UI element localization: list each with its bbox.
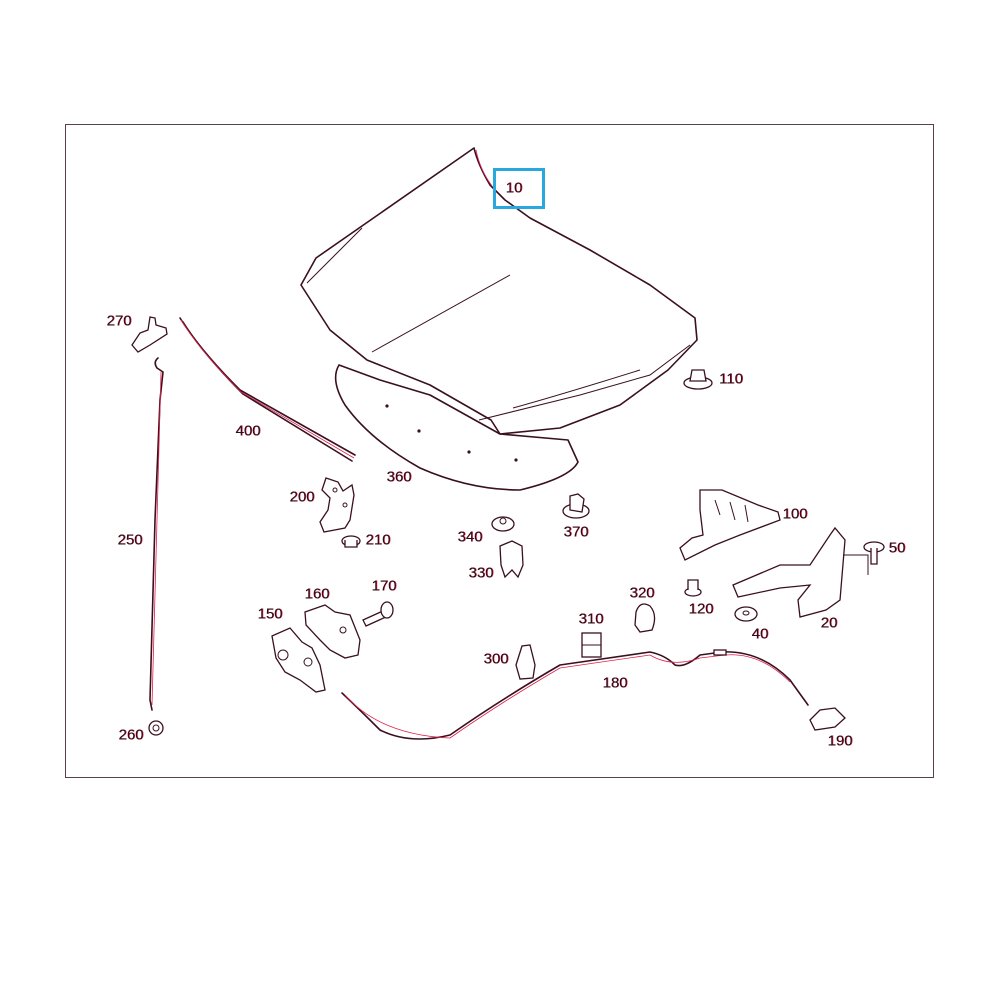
part-label-10[interactable]: 10 [505, 179, 523, 197]
part-label-330[interactable]: 330 [468, 564, 494, 582]
hood-part-10[interactable] [300, 147, 698, 435]
clip-part-300[interactable] [515, 644, 536, 680]
part-label-50[interactable]: 50 [888, 539, 906, 557]
clip-part-330[interactable] [499, 540, 524, 579]
part-label-120[interactable]: 120 [688, 600, 714, 618]
bracket-part-200[interactable] [319, 477, 355, 533]
part-label-100[interactable]: 100 [782, 505, 808, 523]
part-label-360[interactable]: 360 [386, 468, 412, 486]
hinge-part-20[interactable] [732, 526, 869, 618]
highlight-box [493, 168, 545, 209]
part-label-190[interactable]: 190 [827, 732, 853, 750]
prop-rod-part-250[interactable] [149, 357, 164, 711]
clip-part-370[interactable] [562, 493, 590, 519]
part-label-310[interactable]: 310 [578, 610, 604, 628]
nut-part-210[interactable] [341, 535, 361, 548]
hinge-bracket-part-100[interactable] [679, 489, 781, 561]
part-label-170[interactable]: 170 [371, 577, 397, 595]
clip-part-320[interactable] [634, 603, 656, 633]
release-cable-part-180[interactable] [341, 649, 809, 740]
washer-part-40[interactable] [734, 606, 758, 622]
part-label-210[interactable]: 210 [365, 531, 391, 549]
part-label-160[interactable]: 160 [304, 585, 330, 603]
diagram-frame [65, 124, 934, 778]
bolt-part-50[interactable] [863, 541, 885, 565]
part-label-260[interactable]: 260 [118, 726, 144, 744]
hood-insulation-part-360[interactable] [334, 364, 579, 491]
seal-strip-part-400[interactable] [179, 317, 356, 462]
part-label-180[interactable]: 180 [602, 674, 628, 692]
holder-part-310[interactable] [581, 632, 602, 658]
part-label-270[interactable]: 270 [106, 312, 132, 330]
clip-part-270[interactable] [131, 316, 168, 353]
latch-part-150[interactable] [271, 627, 326, 693]
bumper-part-110[interactable] [683, 369, 713, 390]
part-label-300[interactable]: 300 [483, 650, 509, 668]
part-label-40[interactable]: 40 [751, 625, 769, 643]
part-label-370[interactable]: 370 [563, 523, 589, 541]
bolt-part-170[interactable] [362, 601, 394, 627]
latch-part-160[interactable] [304, 604, 361, 659]
part-label-20[interactable]: 20 [820, 614, 838, 632]
clip-part-120[interactable] [684, 579, 702, 597]
part-label-340[interactable]: 340 [457, 528, 483, 546]
clip-part-340[interactable] [491, 516, 515, 532]
part-label-200[interactable]: 200 [289, 488, 315, 506]
part-label-320[interactable]: 320 [629, 584, 655, 602]
grommet-part-260[interactable] [148, 720, 164, 736]
release-handle-part-190[interactable] [809, 707, 846, 731]
part-label-150[interactable]: 150 [257, 605, 283, 623]
part-label-250[interactable]: 250 [117, 531, 143, 549]
part-label-110[interactable]: 110 [719, 370, 743, 388]
part-label-400[interactable]: 400 [235, 422, 261, 440]
